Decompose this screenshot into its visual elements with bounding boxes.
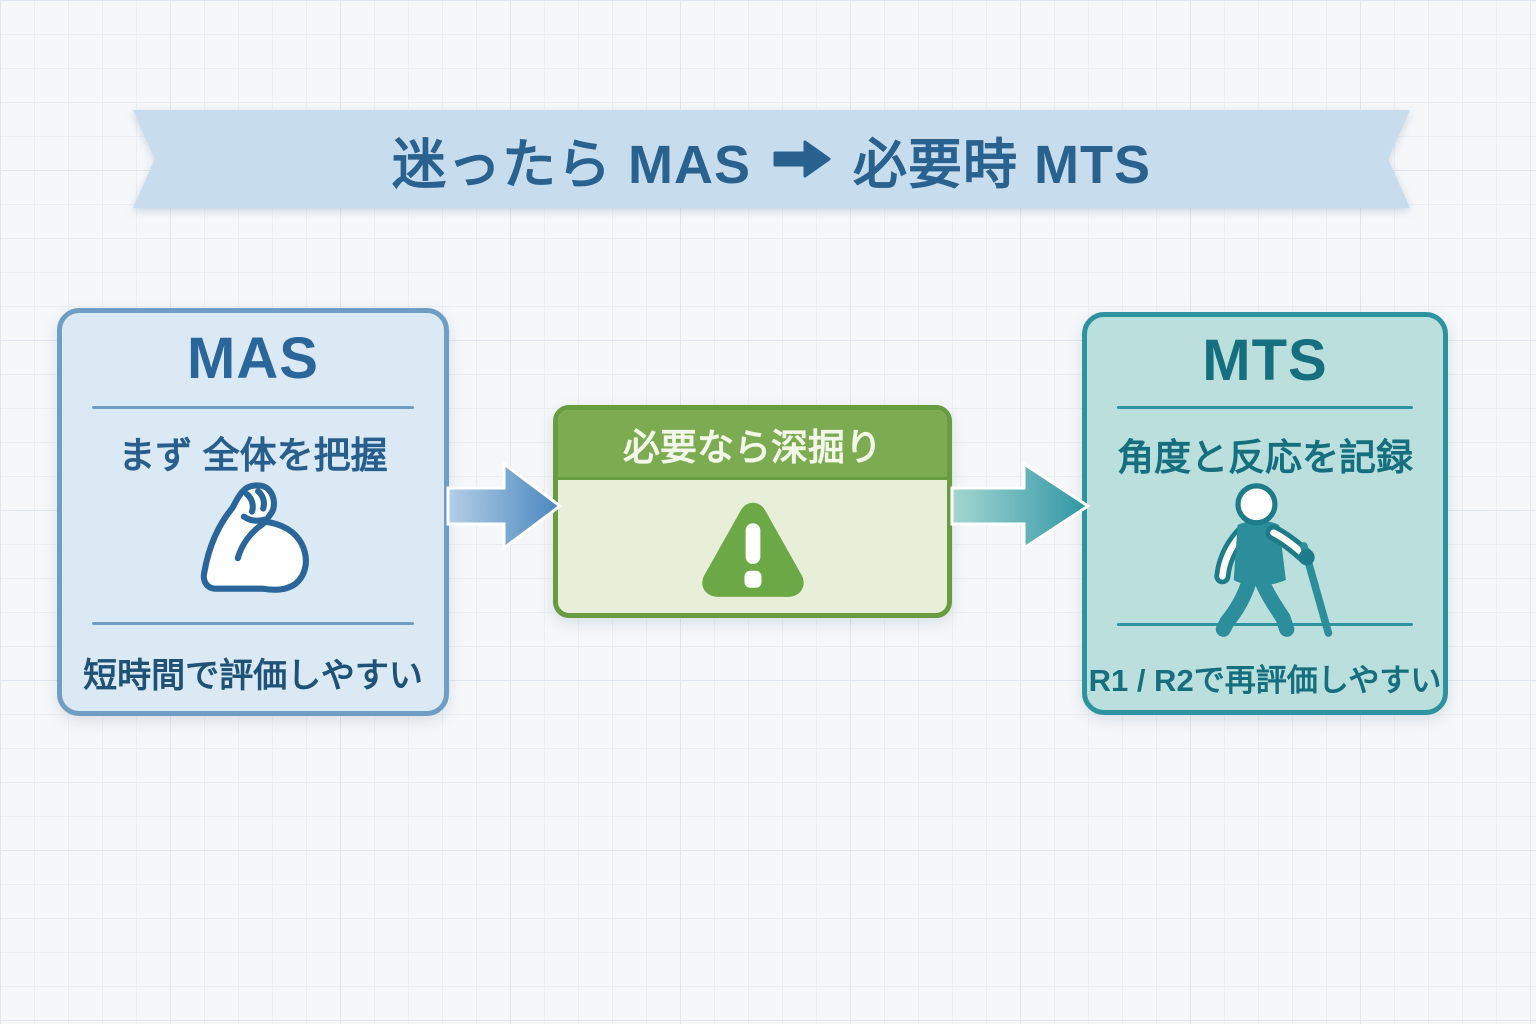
banner-text-left: 迷ったら MAS — [392, 134, 751, 195]
deep-dive-body — [558, 480, 947, 613]
person-with-cane-icon — [1214, 483, 1333, 637]
mas-divider-bottom — [92, 622, 414, 625]
title-banner: 迷ったら MAS 必要時 MTS — [133, 110, 1410, 208]
mas-divider-top — [92, 406, 414, 409]
mts-card-footer: R1 / R2で再評価しやすい — [1088, 663, 1442, 698]
mas-card: MAS まず 全体を把握 短時間で評価しやすい — [57, 308, 449, 716]
mts-divider-top — [1117, 406, 1413, 409]
flow-arrow-teal-icon — [950, 461, 1091, 551]
mas-card-title: MAS — [187, 326, 319, 391]
warning-triangle-icon — [701, 502, 804, 597]
banner-text-right: 必要時 MTS — [853, 134, 1151, 195]
mts-card: MTS 角度と反応を記録 R1 / R2で再評価しやすい — [1082, 312, 1448, 715]
flow-arrow-blue-icon — [446, 461, 563, 551]
deep-dive-card: 必要なら深掘り — [553, 405, 952, 618]
mts-divider-bottom — [1117, 623, 1413, 626]
mts-card-title: MTS — [1202, 328, 1328, 393]
mas-card-subtitle: まず 全体を把握 — [118, 435, 388, 476]
title-ribbon: 迷ったら MAS 必要時 MTS — [133, 110, 1410, 208]
deep-dive-header: 必要なら深掘り — [558, 410, 947, 480]
mts-card-subtitle: 角度と反応を記録 — [1117, 437, 1413, 478]
flexed-biceps-icon — [200, 482, 309, 593]
mas-card-footer: 短時間で評価しやすい — [83, 657, 423, 695]
right-arrow-icon — [773, 139, 831, 179]
